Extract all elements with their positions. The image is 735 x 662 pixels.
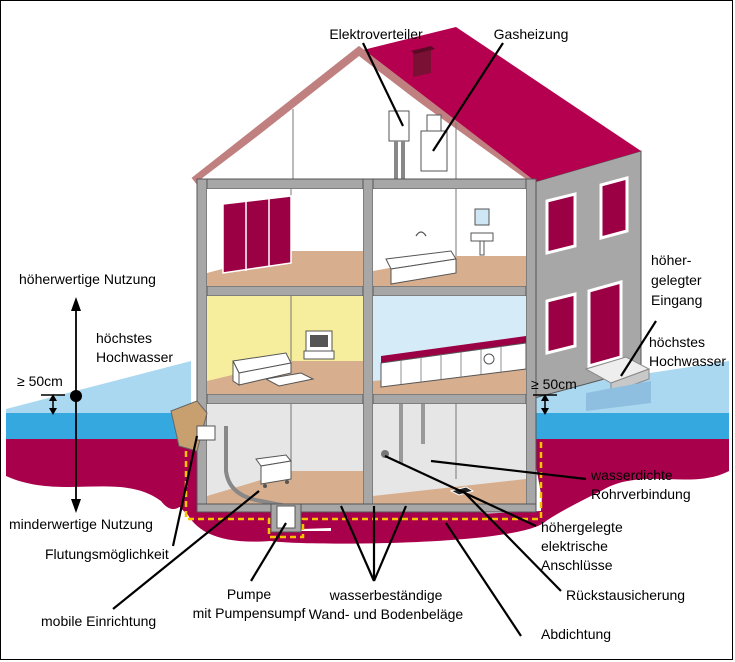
label-50cm-right: ≥ 50cm — [531, 376, 577, 392]
electrical-box — [388, 110, 410, 142]
label-hochwasser-left-2: Hochwasser — [96, 349, 173, 365]
side-window-top-left — [545, 192, 577, 255]
side-window-bottom — [545, 292, 577, 355]
leader-flutung — [171, 435, 199, 547]
arrow-down — [71, 499, 81, 513]
leader-belaege-3 — [372, 505, 408, 582]
label-eingang-2: gelegter — [651, 272, 702, 288]
leader-elektrische-anschluesse — [384, 455, 537, 527]
cabinet-dividers — [400, 346, 502, 384]
wall-middle — [362, 178, 374, 508]
wardrobe — [222, 195, 292, 274]
leader-hoeherer-eingang — [620, 320, 657, 377]
leader-elektroverteiler — [362, 42, 404, 127]
label-belaege-2: Wand- und Bodenbeläge — [309, 606, 464, 622]
chimney — [413, 49, 431, 77]
label-rueckstausicherung: Rückstausicherung — [566, 587, 685, 603]
label-eingang-3: Eingang — [651, 292, 702, 308]
basement-slab — [196, 503, 537, 513]
wall-right — [525, 178, 537, 508]
chimney-top — [411, 46, 435, 54]
marker-right-up — [541, 394, 549, 401]
label-belaege-1: wasserbeständige — [329, 587, 443, 603]
pump — [276, 505, 296, 529]
leader-abdichtung — [445, 522, 522, 637]
washing-machine — [483, 353, 495, 365]
wall-left — [196, 178, 208, 508]
leader-lines — [112, 42, 657, 637]
marker-right-down — [541, 408, 549, 415]
bath-tap — [415, 231, 427, 237]
label-hoechstes-right-1: höchstes — [649, 334, 705, 350]
flood-level-dot — [70, 390, 82, 402]
label-elektrisch-3: Anschlüsse — [541, 557, 613, 573]
label-hoechstes-left-1: höchstes — [96, 330, 152, 346]
floor-basement-right — [373, 479, 526, 504]
leader-belaege-1 — [339, 505, 376, 582]
side-window-top-right — [599, 176, 629, 240]
coffee-table — [264, 372, 315, 387]
pump-hose — [224, 426, 287, 508]
wheel-1 — [263, 484, 267, 488]
label-hochwasser-right-2: Hochwasser — [649, 353, 726, 369]
flood-valve — [196, 425, 216, 441]
mirror — [474, 208, 490, 226]
sofa-front — [238, 362, 292, 386]
marker-left-down — [49, 408, 57, 415]
tv-screen — [310, 335, 328, 347]
leader-rueckstau — [462, 490, 562, 592]
label-elektrisch-1: höhergelegte — [541, 519, 623, 535]
arrow-up — [71, 297, 81, 311]
ground-around-basement — [180, 439, 546, 544]
label-mobile-einrichtung: mobile Einrichtung — [41, 613, 156, 629]
label-abdichtung: Abdichtung — [541, 626, 611, 642]
roof-gable-edge — [191, 45, 534, 187]
roof — [191, 27, 641, 187]
label-hoeherwertige-nutzung: höherwertige Nutzung — [19, 271, 156, 287]
electrical-conduit-2 — [401, 141, 405, 179]
floor-bedroom — [207, 251, 363, 286]
labels: Elektroverteiler Gasheizung höherwertige… — [9, 26, 726, 642]
entrance-platform-water — [586, 381, 651, 411]
label-pumpe-1: Pumpe — [227, 586, 272, 602]
label-rohrverbindung-2: Rohrverbindung — [591, 486, 691, 502]
washbasin — [470, 232, 494, 242]
label-elektroverteiler: Elektroverteiler — [329, 26, 423, 42]
ground-right — [531, 439, 729, 521]
label-eingang-1: höher- — [651, 252, 692, 268]
leader-gasheizung — [432, 42, 504, 152]
kitchen-counter-top — [381, 336, 526, 363]
water-band-right — [531, 413, 729, 439]
gas-heater-flue — [426, 114, 442, 132]
washbasin-pedestal — [479, 240, 485, 256]
mobile-unit — [260, 460, 292, 485]
ground-left — [6, 439, 196, 510]
label-50cm-left: ≥ 50cm — [17, 373, 63, 389]
electrical-conduit — [394, 141, 398, 179]
house-section — [170, 178, 543, 539]
marker-left-up — [49, 394, 57, 401]
label-flutungsmoeglichkeit: Flutungsmöglichkeit — [45, 546, 169, 562]
label-elektrisch-2: elektrische — [541, 538, 608, 554]
waterproofing-membrane — [184, 441, 543, 539]
leader-rohrverbindung — [430, 459, 587, 481]
house-side-wall — [530, 150, 651, 411]
tv-stand — [303, 350, 335, 360]
label-gasheizung: Gasheizung — [494, 26, 569, 42]
raised-entrance-door — [587, 280, 623, 368]
bathtub-front — [390, 258, 457, 285]
label-rohrverbindung-1: wasserdichte — [590, 467, 673, 483]
label-pumpe-2: mit Pumpensumpf — [193, 605, 306, 621]
label-minderwertige-nutzung: minderwertige Nutzung — [9, 516, 153, 532]
sealed-pipe — [399, 404, 403, 464]
leader-mobile — [112, 490, 260, 610]
pipe-2 — [421, 404, 425, 444]
leader-pumpe — [250, 522, 287, 582]
water-band-left — [6, 413, 196, 439]
height-indicators — [41, 297, 557, 513]
wheel-2 — [285, 480, 289, 484]
